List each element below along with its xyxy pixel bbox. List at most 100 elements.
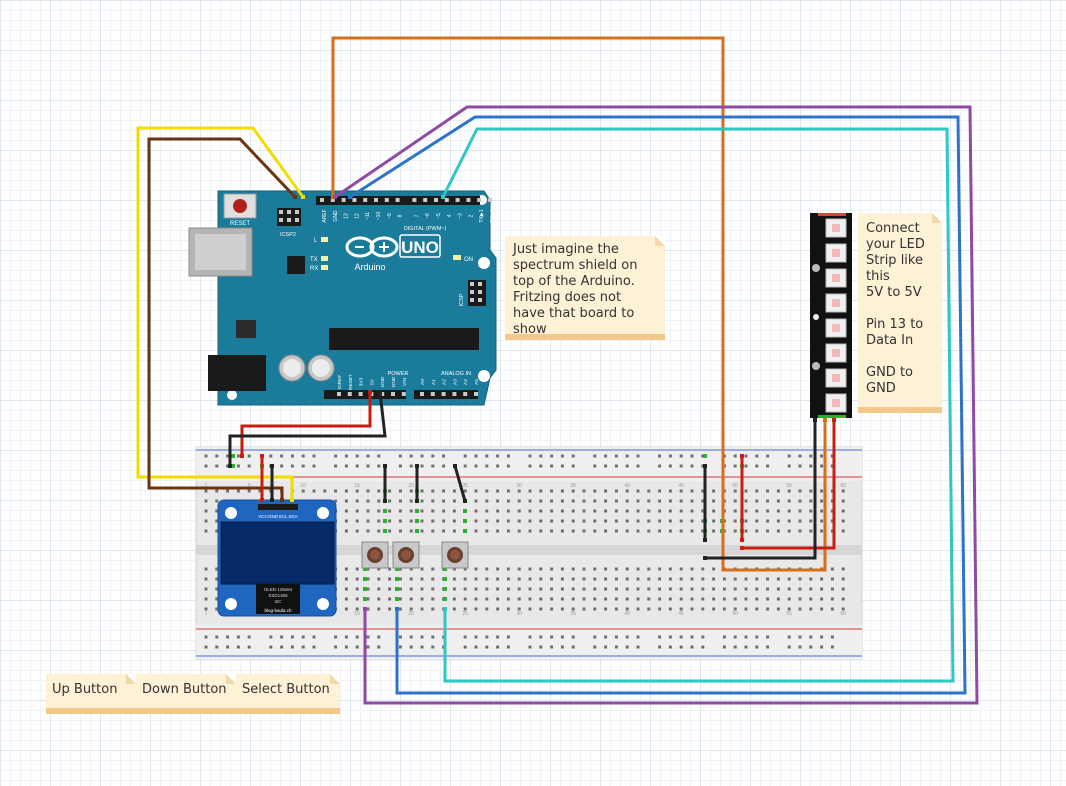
breadboard-column-number: 20 <box>408 611 414 617</box>
breadboard-column-number: 55 <box>786 483 792 489</box>
breadboard-column-number: 60 <box>840 483 846 489</box>
note-led-strip: Connect your LED Strip like this 5V to 5… <box>858 213 942 413</box>
power-label: POWER <box>388 371 409 377</box>
note-spectrum-shield-text: Just imagine the spectrum shield on top … <box>513 242 638 337</box>
wire-end <box>333 195 337 199</box>
wire-cyan-to-select-button <box>440 127 955 683</box>
oled-pin-label: SDA <box>288 514 297 519</box>
wire-end <box>260 498 264 502</box>
breadboard-column-number: 45 <box>678 483 684 489</box>
breadboard-column-number: 15 <box>354 611 360 617</box>
wire-end <box>290 498 294 502</box>
reset-label: RESET <box>230 221 250 227</box>
arduino-logo <box>345 236 399 258</box>
digital-pin-label: AREF <box>322 209 328 222</box>
breadboard-column-number: 50 <box>732 611 738 617</box>
wire-end <box>703 464 707 468</box>
oled-url: blog-baula.ch <box>264 608 292 613</box>
breadboard: 1155101015152020252530303535404045455050… <box>195 446 863 660</box>
push-button-up[interactable] <box>361 541 389 569</box>
push-button-down[interactable] <box>392 541 420 569</box>
analog-pin-label: A3 <box>452 379 458 385</box>
wire-black-gnd-to-rail <box>228 390 387 468</box>
wire-black-strip-gnd <box>703 418 817 560</box>
power-pin-label: RESET <box>348 374 354 390</box>
wire-end <box>703 556 707 560</box>
wire-end <box>270 464 274 468</box>
breadboard-column-number: 1 <box>205 483 208 489</box>
breadboard-column-number: 10 <box>300 483 306 489</box>
wire-end <box>703 538 707 542</box>
note-down-button: Down Button <box>136 674 236 714</box>
power-pin-label: GND <box>380 376 386 387</box>
led-strip <box>810 213 852 418</box>
power-pin-label: 3V3 <box>359 377 365 386</box>
wire-end <box>823 418 827 422</box>
breadboard-column-number: 40 <box>624 483 630 489</box>
digital-pin-label: 7 <box>414 214 420 217</box>
push-button-select[interactable] <box>441 541 469 569</box>
note-led-strip-text: Connect your LED Strip like this 5V to 5… <box>866 221 925 396</box>
analog-label: ANALOG IN <box>441 371 471 377</box>
wire-end <box>415 499 419 503</box>
oled-pin-label: SCL <box>279 514 288 519</box>
wire-end <box>293 195 297 199</box>
wire-end <box>441 195 445 199</box>
wire-black-rail-to-select-button <box>453 464 467 503</box>
wire-end <box>363 607 367 611</box>
wire-end <box>348 195 352 199</box>
wire-end <box>228 464 232 468</box>
digital-pin-label: TX▶1 <box>479 209 485 222</box>
breadboard-column-number: 35 <box>570 483 576 489</box>
wire-end <box>368 390 372 394</box>
icsp2-label: ICSP2 <box>280 232 296 238</box>
tx-led-label: TX <box>310 257 318 263</box>
l-led-label: L <box>314 238 318 244</box>
digital-pin-label: 13 <box>344 213 350 219</box>
wire-end <box>260 454 264 458</box>
arduino-model: UNO <box>401 238 439 257</box>
digital-pin-label: 4 <box>447 214 453 217</box>
analog-pin-label: A4 <box>463 379 469 385</box>
breadboard-column-number: 30 <box>516 483 522 489</box>
wire-brown-scl <box>147 137 298 502</box>
analog-pin-label: A2 <box>442 379 448 385</box>
digital-pin-label: 8 <box>398 214 404 217</box>
wire-end <box>280 498 284 502</box>
digital-pin-label: ~6 <box>425 213 431 219</box>
breadboard-column-number: 20 <box>408 483 414 489</box>
wire-end <box>813 418 817 422</box>
oled-chip-label: SSD1306 <box>268 593 288 598</box>
wire-orange-pin13-to-strip-data <box>331 36 827 572</box>
note-down-button-text: Down Button <box>142 682 227 697</box>
note-select-button-text: Select Button <box>242 682 330 697</box>
digital-label: DIGITAL (PWM~) <box>404 226 447 232</box>
breadboard-column-number: 30 <box>516 611 522 617</box>
breadboard-column-number: 40 <box>624 611 630 617</box>
digital-pin-label: 12 <box>354 213 360 219</box>
digital-pin-label: 2 <box>468 214 474 217</box>
analog-pin-label: A5 <box>474 379 480 385</box>
oled-chip-label: I2C <box>274 599 282 604</box>
breadboard-column-number: 25 <box>462 611 468 617</box>
breadboard-column-number: 60 <box>840 611 846 617</box>
oled-pin-label: GND <box>268 514 279 519</box>
wire-end <box>383 464 387 468</box>
digital-pin-label: GND <box>333 210 339 222</box>
note-spectrum-shield: Just imagine the spectrum shield on top … <box>505 236 665 340</box>
on-led-label: ON <box>464 257 473 263</box>
breadboard-column-number: 25 <box>462 483 468 489</box>
note-up-button-text: Up Button <box>52 682 118 697</box>
digital-pin-label: ~5 <box>436 213 442 219</box>
breadboard-column-number: 45 <box>678 611 684 617</box>
wire-end <box>443 607 447 611</box>
power-pin-label: 5V <box>369 378 375 385</box>
note-up-button: Up Button <box>46 674 136 714</box>
rx-led-label: RX <box>310 266 318 272</box>
analog-pin-label: A0 <box>420 379 426 385</box>
wire-end <box>463 499 467 503</box>
wire-purple-to-up-button <box>332 105 979 705</box>
breadboard-column-number: 15 <box>354 483 360 489</box>
